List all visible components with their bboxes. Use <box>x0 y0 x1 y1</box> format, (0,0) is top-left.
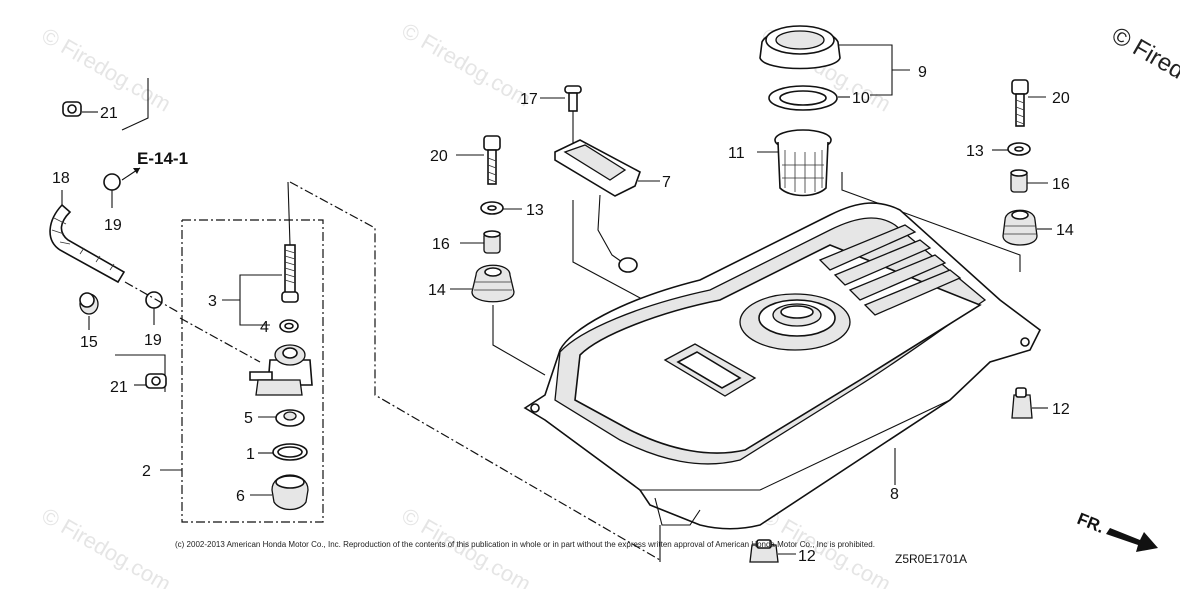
copyright-notice: (c) 2002-2013 American Honda Motor Co., … <box>175 540 875 549</box>
label-14: 14 <box>428 282 446 299</box>
label-13-right: 13 <box>966 143 984 160</box>
screw-17 <box>564 85 582 112</box>
hose-clip-19 <box>103 173 121 191</box>
clamp-21-top <box>62 101 82 117</box>
collar-16-right <box>1010 169 1028 193</box>
label-11: 11 <box>728 145 745 162</box>
label-21-top: 21 <box>100 105 118 122</box>
clip-12-bottom <box>749 539 779 563</box>
rubber-mount-14-right <box>1002 209 1038 246</box>
label-5: 5 <box>244 410 253 427</box>
front-arrow-icon <box>1106 528 1158 552</box>
bolt-20-left <box>483 135 501 185</box>
label-16-right: 16 <box>1052 176 1070 193</box>
label-10: 10 <box>852 90 870 107</box>
label-20: 20 <box>430 148 448 165</box>
label-9: 9 <box>918 64 927 81</box>
label-15: 15 <box>80 334 98 351</box>
watermark: © Firedog.com <box>38 503 176 589</box>
fuel-gauge-7 <box>554 139 641 273</box>
fuel-cock-body <box>249 344 313 396</box>
label-20-right: 20 <box>1052 90 1070 107</box>
part-labels: 9 10 11 7 17 20 13 16 14 20 13 16 14 12 … <box>52 64 1074 565</box>
collar-16-left <box>483 230 501 254</box>
label-14-right: 14 <box>1056 222 1074 239</box>
leader-dash-main <box>289 181 661 561</box>
front-direction-marker: FR. <box>1075 509 1158 552</box>
front-label: FR. <box>1075 509 1108 537</box>
fuel-cap-9 <box>759 25 841 70</box>
watermark-corner: © Fired <box>1107 22 1180 85</box>
label-3: 3 <box>208 293 217 310</box>
label-18: 18 <box>52 170 70 187</box>
drawing-code: Z5R0E1701A <box>895 552 967 566</box>
label-19-bottom: 19 <box>144 332 162 349</box>
label-4: 4 <box>260 319 269 336</box>
label-6: 6 <box>236 488 245 505</box>
watermark: © Firedog.com <box>38 23 176 117</box>
bolt-20-right <box>1011 79 1029 127</box>
label-21-lower: 21 <box>110 379 128 396</box>
label-12-right: 12 <box>1052 401 1070 418</box>
reference-e-14-1: E-14-1 <box>137 149 188 168</box>
label-13: 13 <box>526 202 544 219</box>
label-16: 16 <box>432 236 450 253</box>
fuel-hose-18 <box>49 203 126 284</box>
screw-3 <box>281 244 299 303</box>
sediment-cup-6 <box>271 474 309 511</box>
rubber-mount-14-left <box>471 264 515 303</box>
watermark: © Firedog.com <box>398 18 536 112</box>
fuel-filter-11 <box>774 129 832 197</box>
label-1: 1 <box>246 446 255 463</box>
gasket-10 <box>768 85 838 111</box>
label-19-top: 19 <box>104 217 122 234</box>
bracket-line <box>121 78 149 131</box>
clamp-21-lower <box>145 373 167 389</box>
part-5 <box>275 409 305 427</box>
label-8: 8 <box>890 486 899 503</box>
fuel-tank-8 <box>523 202 1042 530</box>
part-15 <box>79 292 99 315</box>
label-7: 7 <box>662 174 671 191</box>
label-12-bottom: 12 <box>798 548 816 565</box>
assembly-box-2 <box>181 219 324 523</box>
clip-12-right <box>1011 387 1033 419</box>
hose-clip-19b <box>145 291 163 309</box>
label-17: 17 <box>520 91 538 108</box>
label-2: 2 <box>142 463 151 480</box>
